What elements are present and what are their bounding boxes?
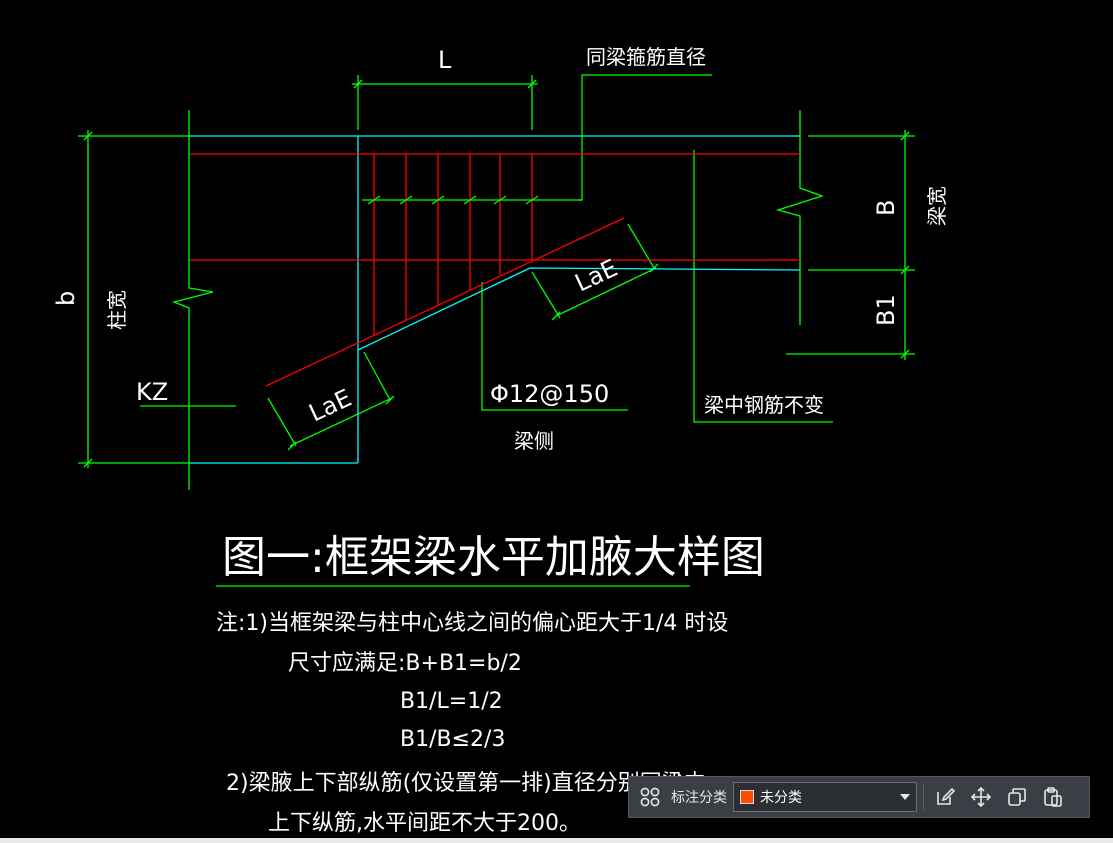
component-grid-icon[interactable]	[635, 782, 665, 812]
copy-icon[interactable]	[1002, 782, 1032, 812]
rebar-spec-label: Φ12@150	[490, 380, 609, 408]
note-line-3: B1/L=1/2	[400, 689, 503, 714]
note-line-5: 2)梁腋上下部纵筋(仅设置第一排)直径分别同梁内	[226, 771, 706, 796]
drawing-title: 图一:框架梁水平加腋大样图	[222, 532, 765, 583]
cyan-outline-lines	[190, 135, 801, 464]
beam-width-label: 梁宽	[925, 186, 949, 226]
stirrup-ticks	[362, 195, 582, 205]
red-rebar-lines	[190, 153, 800, 387]
toolbar-divider	[923, 784, 924, 810]
note-line-1: 注:1)当框架梁与柱中心线之间的偏心距大于1/4 时设	[216, 611, 728, 636]
beam-rebar-unchanged-label: 梁中钢筋不变	[704, 393, 824, 417]
category-color-swatch	[740, 790, 754, 804]
annotation-toolbar: 标注分类 未分类	[628, 776, 1090, 818]
edit-icon[interactable]	[930, 782, 960, 812]
category-label: 标注分类	[671, 789, 727, 805]
note-line-4: B1/B≤2/3	[400, 727, 505, 752]
chevron-down-icon	[900, 794, 910, 800]
move-icon[interactable]	[966, 782, 996, 812]
note-line-2: 尺寸应满足:B+B1=b/2	[288, 651, 522, 676]
beam-side-label: 梁侧	[514, 429, 554, 453]
green-dimension-lines	[78, 74, 915, 490]
dim-B-label: B	[872, 200, 900, 216]
note-line-6: 上下纵筋,水平间距不大于200。	[268, 811, 581, 836]
kz-label: KZ	[136, 378, 168, 406]
dim-L-label: L	[438, 46, 452, 74]
column-width-label: 柱宽	[105, 290, 129, 330]
bottom-status-strip	[0, 838, 1113, 843]
paste-icon[interactable]	[1038, 782, 1068, 812]
beam-stirrup-label: 同梁箍筋直径	[586, 45, 706, 69]
dim-B1-label: B1	[872, 294, 900, 326]
dim-b-label: b	[52, 291, 80, 306]
category-select[interactable]: 未分类	[733, 782, 917, 812]
loe-label-lower: LaE	[305, 384, 356, 428]
category-select-value: 未分类	[760, 789, 802, 805]
